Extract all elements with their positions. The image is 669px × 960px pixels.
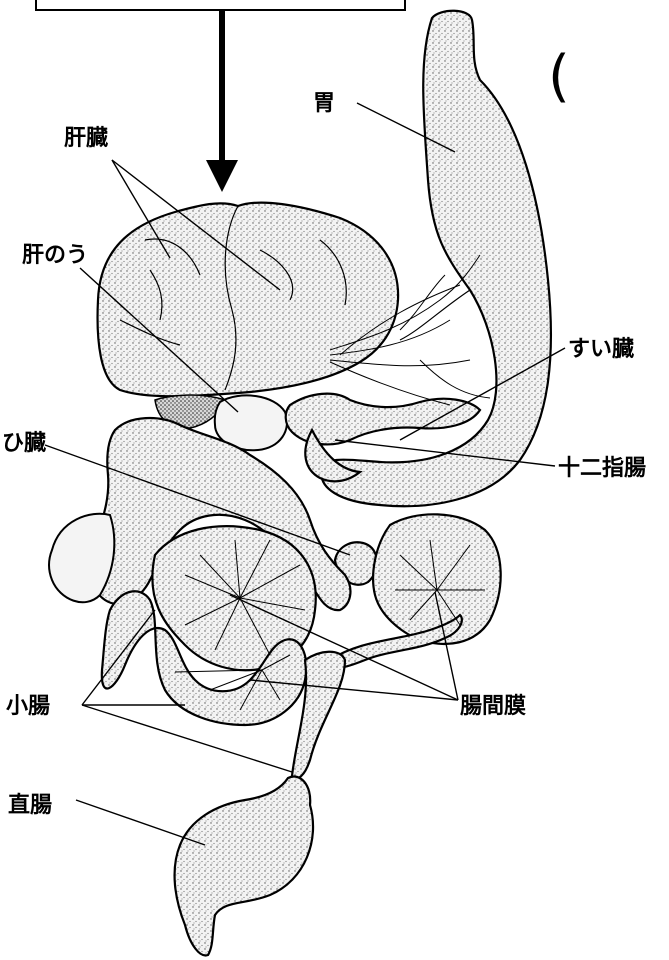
label-mesentery: 腸間膜 xyxy=(460,694,526,719)
label-liver: 肝臓 xyxy=(64,126,108,151)
down-arrow-icon xyxy=(206,10,238,192)
label-stomach: 胃 xyxy=(313,91,335,116)
paren-glyph: ( xyxy=(548,44,570,109)
label-pancreas: すい臓 xyxy=(568,337,634,362)
label-rectum: 直腸 xyxy=(8,792,52,818)
label-gallbladder: 肝のう xyxy=(22,243,88,268)
rectum xyxy=(175,777,313,956)
caption-box xyxy=(36,0,405,10)
label-spleen: ひ臓 xyxy=(2,431,46,456)
label-small-intestine: 小腸 xyxy=(6,694,50,719)
liver xyxy=(98,203,399,397)
label-duodenum: 十二指腸 xyxy=(558,456,646,481)
